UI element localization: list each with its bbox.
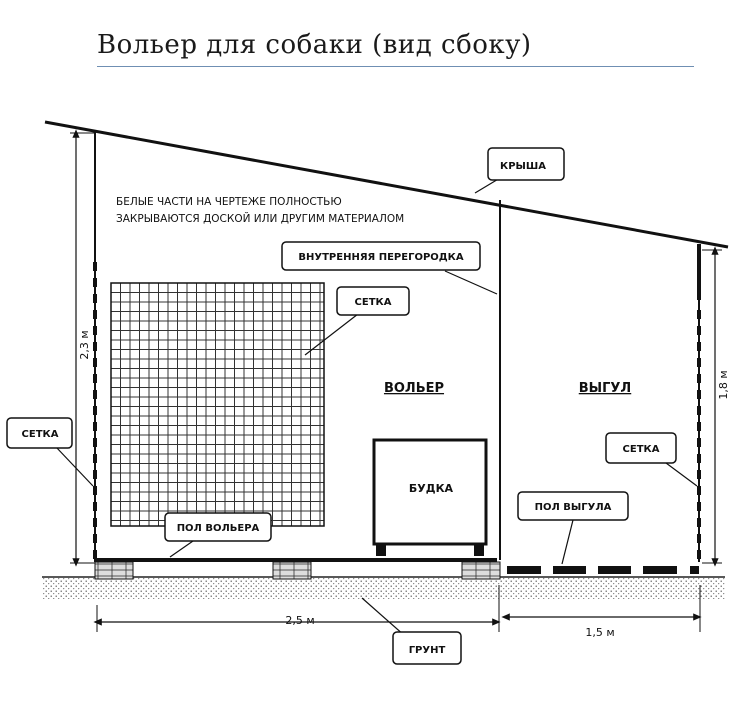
- doghouse-label: БУДКА: [409, 482, 454, 495]
- note-line-1: БЕЛЫЕ ЧАСТИ НА ЧЕРТЕЖЕ ПОЛНОСТЬЮ: [116, 196, 342, 208]
- dimension-enclosure-width: [93, 585, 501, 632]
- brick-support-middle: [272, 561, 312, 580]
- dimension-left-height-label: 2,3 м: [78, 330, 91, 359]
- callout-roof: [474, 147, 565, 194]
- roof-line: [44, 120, 729, 249]
- dimension-run-width-label: 1,5 м: [585, 626, 614, 639]
- callout-mesh-panel-label: СЕТКА: [355, 297, 392, 308]
- note-line-2: ЗАКРЫВАЮТСЯ ДОСКОЙ ИЛИ ДРУГИМ МАТЕРИАЛОМ: [116, 212, 404, 225]
- enclosure-label: ВОЛЬЕР: [384, 381, 444, 396]
- callout-mesh-left: [6, 417, 94, 487]
- ground: [42, 576, 725, 599]
- callout-mesh-right-label: СЕТКА: [623, 444, 660, 455]
- callout-roof-label: КРЫША: [500, 161, 546, 172]
- callout-enclosure-floor: [164, 512, 272, 558]
- diagram-title: Вольер для собаки (вид сбоку): [97, 30, 532, 60]
- callout-mesh-panel: [304, 286, 410, 356]
- callout-ground-label: ГРУНТ: [409, 645, 446, 656]
- callout-partition-label: ВНУТРЕННЯЯ ПЕРЕГОРОДКА: [298, 252, 463, 263]
- callout-run-floor: [517, 491, 629, 565]
- run-floor-slats: [507, 566, 699, 574]
- callout-mesh-left-label: СЕТКА: [22, 429, 59, 440]
- callout-run-floor-label: ПОЛ ВЫГУЛА: [535, 502, 612, 513]
- doghouse: [372, 438, 488, 556]
- callout-partition: [281, 241, 498, 295]
- run-label: ВЫГУЛ: [579, 381, 631, 396]
- brick-support-right: [461, 561, 501, 580]
- title-underline: [97, 66, 694, 67]
- enclosure-floor-board: [95, 558, 497, 562]
- dimension-enclosure-width-label: 2,5 м: [285, 614, 314, 627]
- dimension-left-height: [70, 129, 95, 567]
- dimension-run-width: [501, 585, 702, 632]
- dimension-right-height-label: 1,8 м: [717, 370, 730, 399]
- callout-mesh-right: [605, 432, 698, 487]
- callout-ground: [361, 597, 462, 665]
- dimension-right-height: [702, 246, 722, 567]
- callout-enclosure-floor-label: ПОЛ ВОЛЬЕРА: [177, 523, 260, 534]
- brick-support-left: [94, 561, 134, 580]
- mesh-panel: [110, 282, 325, 527]
